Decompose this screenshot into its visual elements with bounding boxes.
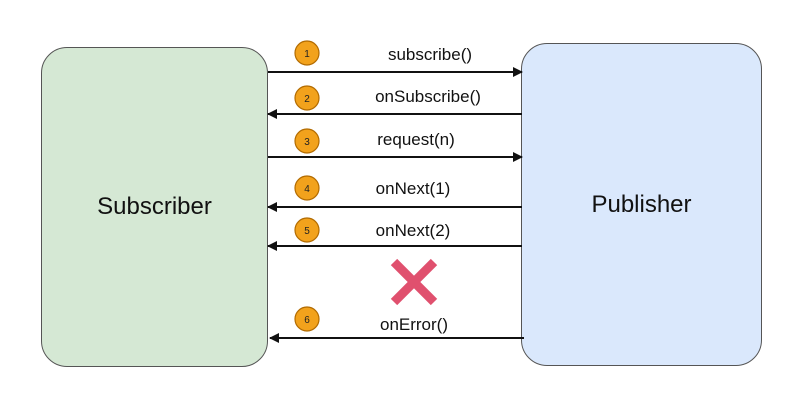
subscriber-label: Subscriber — [97, 193, 212, 220]
message-label: onError() — [380, 315, 448, 334]
step-badge — [294, 40, 320, 66]
message-label: subscribe() — [388, 45, 472, 64]
step-number: 3 — [304, 137, 310, 148]
step-badge — [294, 128, 320, 154]
message-1: 1 subscribe() — [268, 40, 523, 77]
step-badge — [294, 306, 320, 332]
message-label: onSubscribe() — [375, 87, 481, 106]
publisher-label: Publisher — [591, 190, 692, 218]
step-number: 4 — [304, 184, 310, 195]
message-6: 6 onError() — [269, 306, 524, 343]
step-number: 1 — [304, 49, 310, 60]
step-number: 5 — [304, 226, 310, 237]
step-badge — [294, 217, 320, 243]
step-badge — [294, 175, 320, 201]
message-3: 3 request(n) — [268, 128, 523, 162]
cross-icon — [390, 258, 438, 306]
message-label: onNext(2) — [376, 221, 451, 240]
subscriber-box: Subscriber — [41, 47, 268, 367]
message-5: 5 onNext(2) — [267, 217, 522, 251]
step-number: 2 — [304, 94, 310, 105]
publisher-box: Publisher — [521, 43, 762, 366]
message-label: onNext(1) — [376, 179, 451, 198]
step-number: 6 — [304, 315, 310, 326]
message-4: 4 onNext(1) — [267, 175, 522, 212]
step-badge — [294, 85, 320, 111]
message-2: 2 onSubscribe() — [267, 85, 522, 119]
message-label: request(n) — [377, 130, 454, 149]
